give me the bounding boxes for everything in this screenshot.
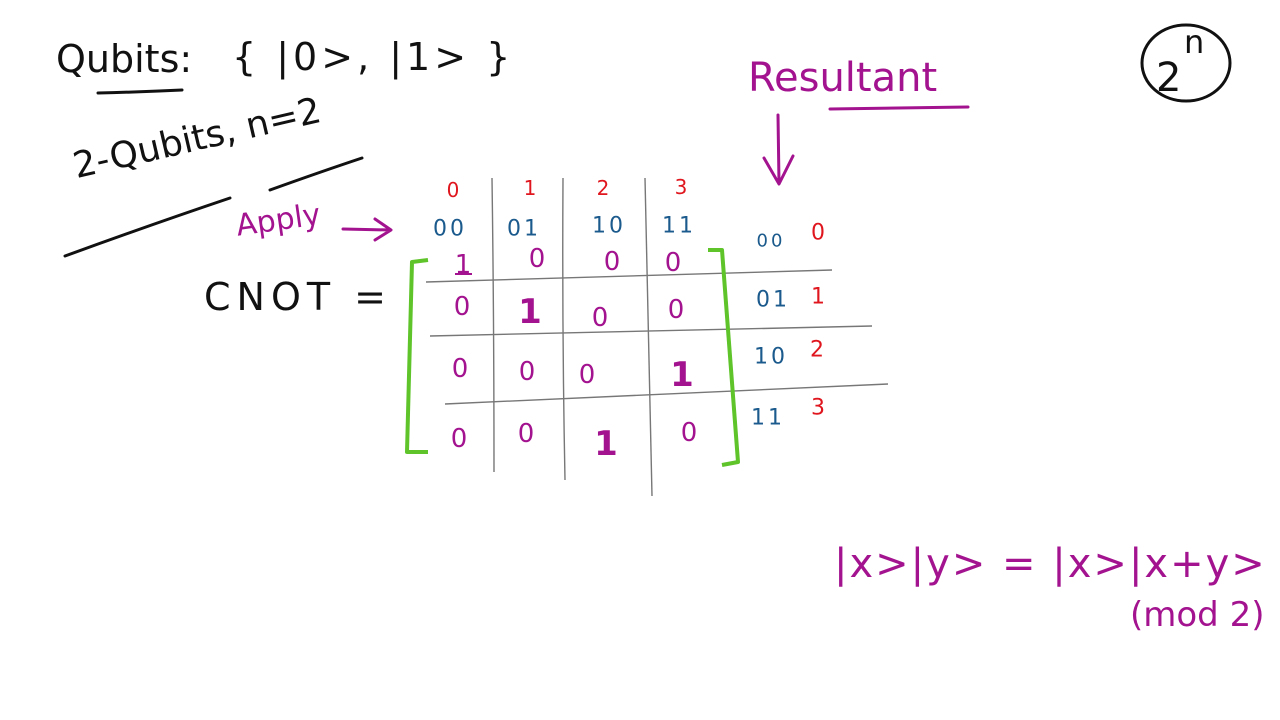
matrix-cell: 1: [454, 250, 472, 280]
power-exponent: n: [1184, 23, 1205, 61]
matrix-cell: 1: [594, 424, 618, 464]
cnot-label: CNOT =: [204, 275, 392, 319]
matrix-cell: 1: [518, 292, 542, 332]
matrix-cell: 0: [450, 424, 468, 454]
matrix-left-bracket: [405, 258, 429, 454]
matrix-cell: 1: [670, 355, 694, 395]
row-index: 3: [811, 395, 825, 421]
column-binary: 11: [662, 213, 696, 239]
qubits-set: { |0>, |1> }: [232, 35, 515, 79]
matrix-cell: 0: [578, 360, 596, 390]
matrix-grid: [425, 177, 889, 497]
resultant-underline: [828, 105, 970, 111]
two-qubits-underline: [63, 196, 232, 258]
matrix-cell: 0: [517, 419, 535, 449]
n-underline: [268, 156, 364, 192]
row-binary: 11: [751, 405, 785, 431]
column-binary: 01: [507, 216, 541, 242]
row-binary: 01: [756, 287, 790, 313]
cnot-formula: |x>|y> = |x>|x+y>: [834, 541, 1267, 587]
row-binary: 00: [756, 230, 786, 252]
matrix-cell: 0: [591, 303, 609, 333]
power-base: 2: [1156, 55, 1182, 101]
column-index: 0: [446, 178, 460, 202]
apply-arrow: [341, 217, 393, 242]
column-index: 2: [596, 176, 610, 200]
formula-mod: (mod 2): [1130, 595, 1265, 635]
column-index: 1: [523, 176, 537, 200]
matrix-cell: 0: [603, 247, 621, 277]
column-binary: 00: [433, 216, 467, 242]
column-index: 3: [674, 175, 688, 199]
resultant-arrow: [762, 113, 795, 186]
matrix-cell: 0: [667, 295, 685, 325]
matrix-cell: 0: [680, 418, 698, 448]
matrix-right-bracket: [708, 248, 740, 467]
matrix-cell: 0: [453, 292, 471, 322]
row-binary: 10: [754, 344, 788, 370]
matrix-cell: 0: [664, 248, 682, 278]
qubits-underline: [96, 88, 184, 95]
qubits-label: Qubits:: [56, 37, 193, 81]
column-binary: 10: [592, 213, 626, 239]
matrix-cell: 0: [528, 244, 546, 274]
matrix-cell: 0: [451, 354, 469, 384]
resultant-label: Resultant: [748, 55, 938, 101]
matrix-cell: 0: [518, 357, 536, 387]
row-index: 2: [810, 337, 824, 363]
row-index: 0: [811, 220, 825, 246]
power-circle: [1140, 23, 1232, 103]
row-index: 1: [811, 284, 825, 310]
